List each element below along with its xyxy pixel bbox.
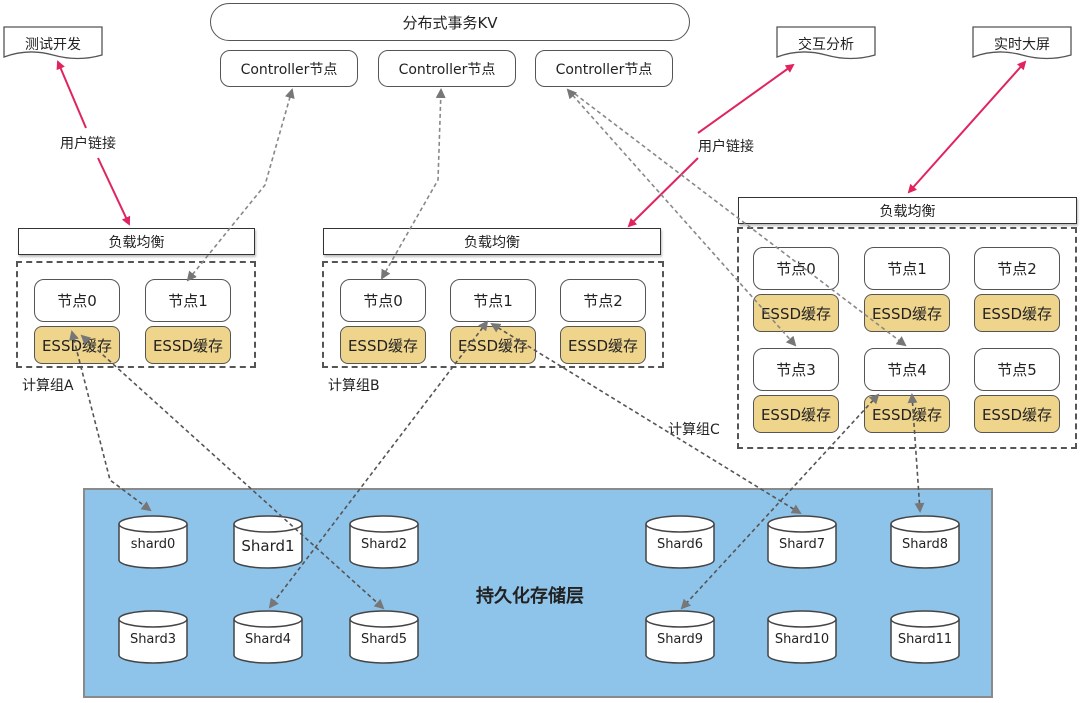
shard-cylinder: shard0 [118,515,188,569]
compute-node: 节点1 [864,247,950,290]
essd-cache: ESSD缓存 [974,395,1060,433]
distributed-kv-bar: 分布式事务KV [210,3,690,41]
shard-cylinder: Shard10 [767,610,837,664]
shard-cylinder: Shard3 [118,610,188,664]
shard-cylinder: Shard11 [890,610,960,664]
compute-node: 节点0 [753,247,839,290]
user-link-arrow [697,63,795,134]
compute-group-label: 计算组C [668,422,720,438]
compute-node: 节点3 [753,348,839,391]
compute-node: 节点4 [864,348,950,391]
compute-node: 节点2 [974,247,1060,290]
cylinder-icon [890,515,960,569]
document-icon [3,26,103,60]
cylinder-icon [118,610,188,664]
compute-node: 节点5 [974,348,1060,391]
controller-node: Controller节点 [535,50,673,87]
shard-label: Shard2 [360,537,408,552]
shard-label: Shard11 [897,632,953,647]
document-icon [972,26,1072,60]
client-test-dev: 测试开发 [3,26,103,62]
shard-cylinder: Shard4 [233,610,303,664]
storage-layer-title: 持久化存储层 [476,586,584,607]
essd-cache: ESSD缓存 [753,294,839,332]
compute-group-label: 计算组A [22,378,74,394]
shard-cylinder: Shard2 [349,515,419,569]
client-realtime-dashboard: 实时大屏 [972,26,1072,62]
user-link-label: 用户链接 [698,139,754,155]
shard-label: Shard7 [778,537,826,552]
load-balancer-b: 负载均衡 [323,228,661,255]
user-link-label: 用户链接 [60,136,116,152]
compute-node: 节点2 [560,279,646,322]
compute-node: 节点0 [340,279,426,322]
essd-cache: ESSD缓存 [560,326,646,364]
shard-cylinder: Shard7 [767,515,837,569]
essd-cache: ESSD缓存 [864,395,950,433]
essd-cache: ESSD缓存 [340,326,426,364]
cylinder-icon [890,610,960,664]
client-label: 测试开发 [25,37,81,53]
shard-label: shard0 [130,537,176,552]
essd-cache: ESSD缓存 [34,326,120,364]
shard-label: Shard1 [241,537,295,555]
load-balancer-c: 负载均衡 [738,197,1077,224]
compute-node: 节点1 [145,279,231,322]
user-link-arrow [907,60,1027,194]
cylinder-icon [233,610,303,664]
client-label: 实时大屏 [994,37,1050,53]
shard-label: Shard4 [244,632,292,647]
shard-label: Shard9 [656,632,704,647]
shard-cylinder: Shard9 [645,610,715,664]
shard-label: Shard10 [774,632,830,647]
user-link-arrow [56,60,87,129]
essd-cache: ESSD缓存 [450,326,536,364]
shard-cylinder: Shard8 [890,515,960,569]
essd-cache: ESSD缓存 [864,294,950,332]
cylinder-icon [767,610,837,664]
shard-cylinder: Shard1 [233,515,303,569]
user-link-arrow [97,157,131,226]
controller-node: Controller节点 [220,50,358,87]
shard-cylinder: Shard5 [349,610,419,664]
client-interactive-analysis: 交互分析 [776,26,876,62]
shard-label: Shard3 [129,632,177,647]
document-icon [776,26,876,60]
user-link-arrow [627,157,699,228]
load-balancer-a: 负载均衡 [18,228,255,255]
essd-cache: ESSD缓存 [145,326,231,364]
shard-label: Shard6 [656,537,704,552]
client-label: 交互分析 [798,37,854,53]
essd-cache: ESSD缓存 [753,395,839,433]
cylinder-icon [645,610,715,664]
shard-cylinder: Shard6 [645,515,715,569]
controller-node: Controller节点 [378,50,516,87]
essd-cache: ESSD缓存 [974,294,1060,332]
cylinder-icon [349,610,419,664]
compute-group-label: 计算组B [328,378,380,394]
compute-node: 节点1 [450,279,536,322]
compute-node: 节点0 [34,279,120,322]
shard-label: Shard5 [360,632,408,647]
shard-label: Shard8 [901,537,949,552]
